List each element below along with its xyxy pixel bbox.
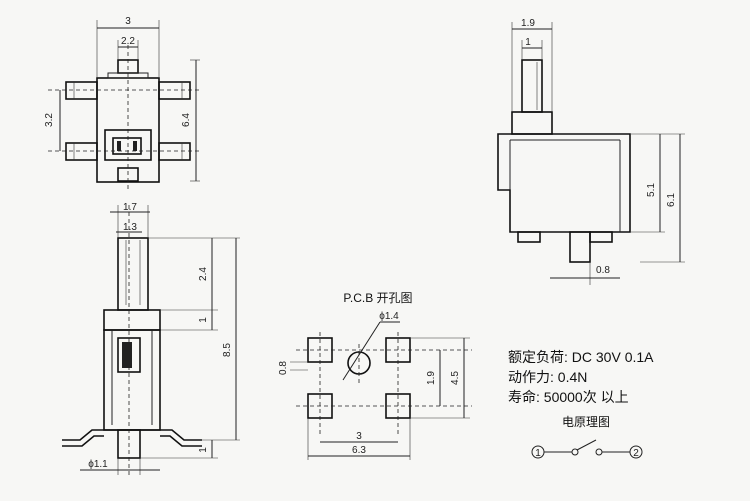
side-foot-left bbox=[517, 231, 541, 243]
pcb-outer-width: 6.3 bbox=[352, 445, 366, 456]
pcb-height: 4.5 bbox=[450, 371, 461, 385]
front-view: 1.7 1.3 2.4 1 8.5 1 ϕ1.1 bbox=[62, 202, 240, 475]
side-view-right: 1.9 1 5.1 6.1 0.8 bbox=[497, 18, 685, 285]
dim-height: 6.4 bbox=[181, 113, 192, 127]
right-pin-upper bbox=[158, 81, 191, 100]
terminal-2 bbox=[629, 445, 643, 459]
switch-contact-left bbox=[571, 448, 579, 456]
side-pin bbox=[569, 231, 591, 263]
pcb-inner-width: 3 bbox=[356, 431, 362, 442]
dim-body-height: 5.1 bbox=[646, 183, 657, 197]
dim-total-height: 6.1 bbox=[666, 193, 677, 207]
right-pin-lower bbox=[158, 142, 191, 161]
left-pin-upper bbox=[65, 81, 98, 100]
dim-total: 8.5 bbox=[222, 343, 233, 357]
dim-pin-offset: 0.8 bbox=[596, 265, 610, 276]
dim-pin-pitch: 3.2 bbox=[44, 113, 55, 127]
front-collar bbox=[103, 309, 161, 331]
switch-contact-right bbox=[595, 448, 603, 456]
spec-rated-load: 额定负荷: DC 30V 0.1A bbox=[508, 349, 654, 365]
spec-operating-force: 动作力: 0.4N bbox=[508, 369, 587, 385]
top-view: 3 2.2 3.2 6.4 bbox=[44, 16, 200, 190]
left-flange bbox=[62, 429, 104, 441]
dim-side-top-width: 1.9 bbox=[521, 18, 535, 29]
dim-pin-dia: ϕ1.1 bbox=[88, 459, 108, 470]
dim-inner-width: 2.2 bbox=[121, 36, 135, 47]
left-pin-lower bbox=[65, 142, 98, 161]
side-foot-right bbox=[589, 231, 613, 243]
dim-stem: 2.4 bbox=[198, 267, 209, 281]
dim-side-inner-width: 1 bbox=[525, 37, 531, 48]
spec-life: 寿命: 50000次 以上 bbox=[508, 389, 629, 405]
pcb-row-pitch: 1.9 bbox=[426, 371, 437, 385]
dim-step: 1 bbox=[198, 317, 209, 323]
pcb-hole-dia: ϕ1.4 bbox=[379, 311, 399, 322]
actuator bbox=[112, 137, 142, 155]
side-stem bbox=[521, 59, 543, 113]
terminal-2-label: 2 bbox=[633, 448, 639, 459]
circuit-title: 电原理图 bbox=[562, 415, 610, 429]
circuit-diagram: 电原理图 1 2 bbox=[531, 415, 643, 459]
stem-collar bbox=[511, 111, 553, 135]
pcb-pad-size: 0.8 bbox=[278, 361, 289, 375]
switch-blade bbox=[576, 439, 597, 451]
front-stem bbox=[117, 237, 149, 311]
pcb-title: P.C.B 开孔图 bbox=[343, 291, 412, 305]
side-body bbox=[497, 133, 631, 233]
dim-top-width: 3 bbox=[125, 16, 131, 27]
dim-bottom: 1 bbox=[198, 447, 209, 453]
dim-front-inner-width: 1.3 bbox=[123, 222, 137, 233]
right-flange bbox=[160, 429, 202, 441]
pcb-layout: P.C.B 开孔图 ϕ1.4 0.8 1.9 4.5 3 6. bbox=[278, 291, 472, 460]
dim-front-top-width: 1.7 bbox=[123, 202, 137, 213]
terminal-1-label: 1 bbox=[535, 448, 541, 459]
specs-block: 额定负荷: DC 30V 0.1A 动作力: 0.4N 寿命: 50000次 以… bbox=[508, 349, 654, 405]
